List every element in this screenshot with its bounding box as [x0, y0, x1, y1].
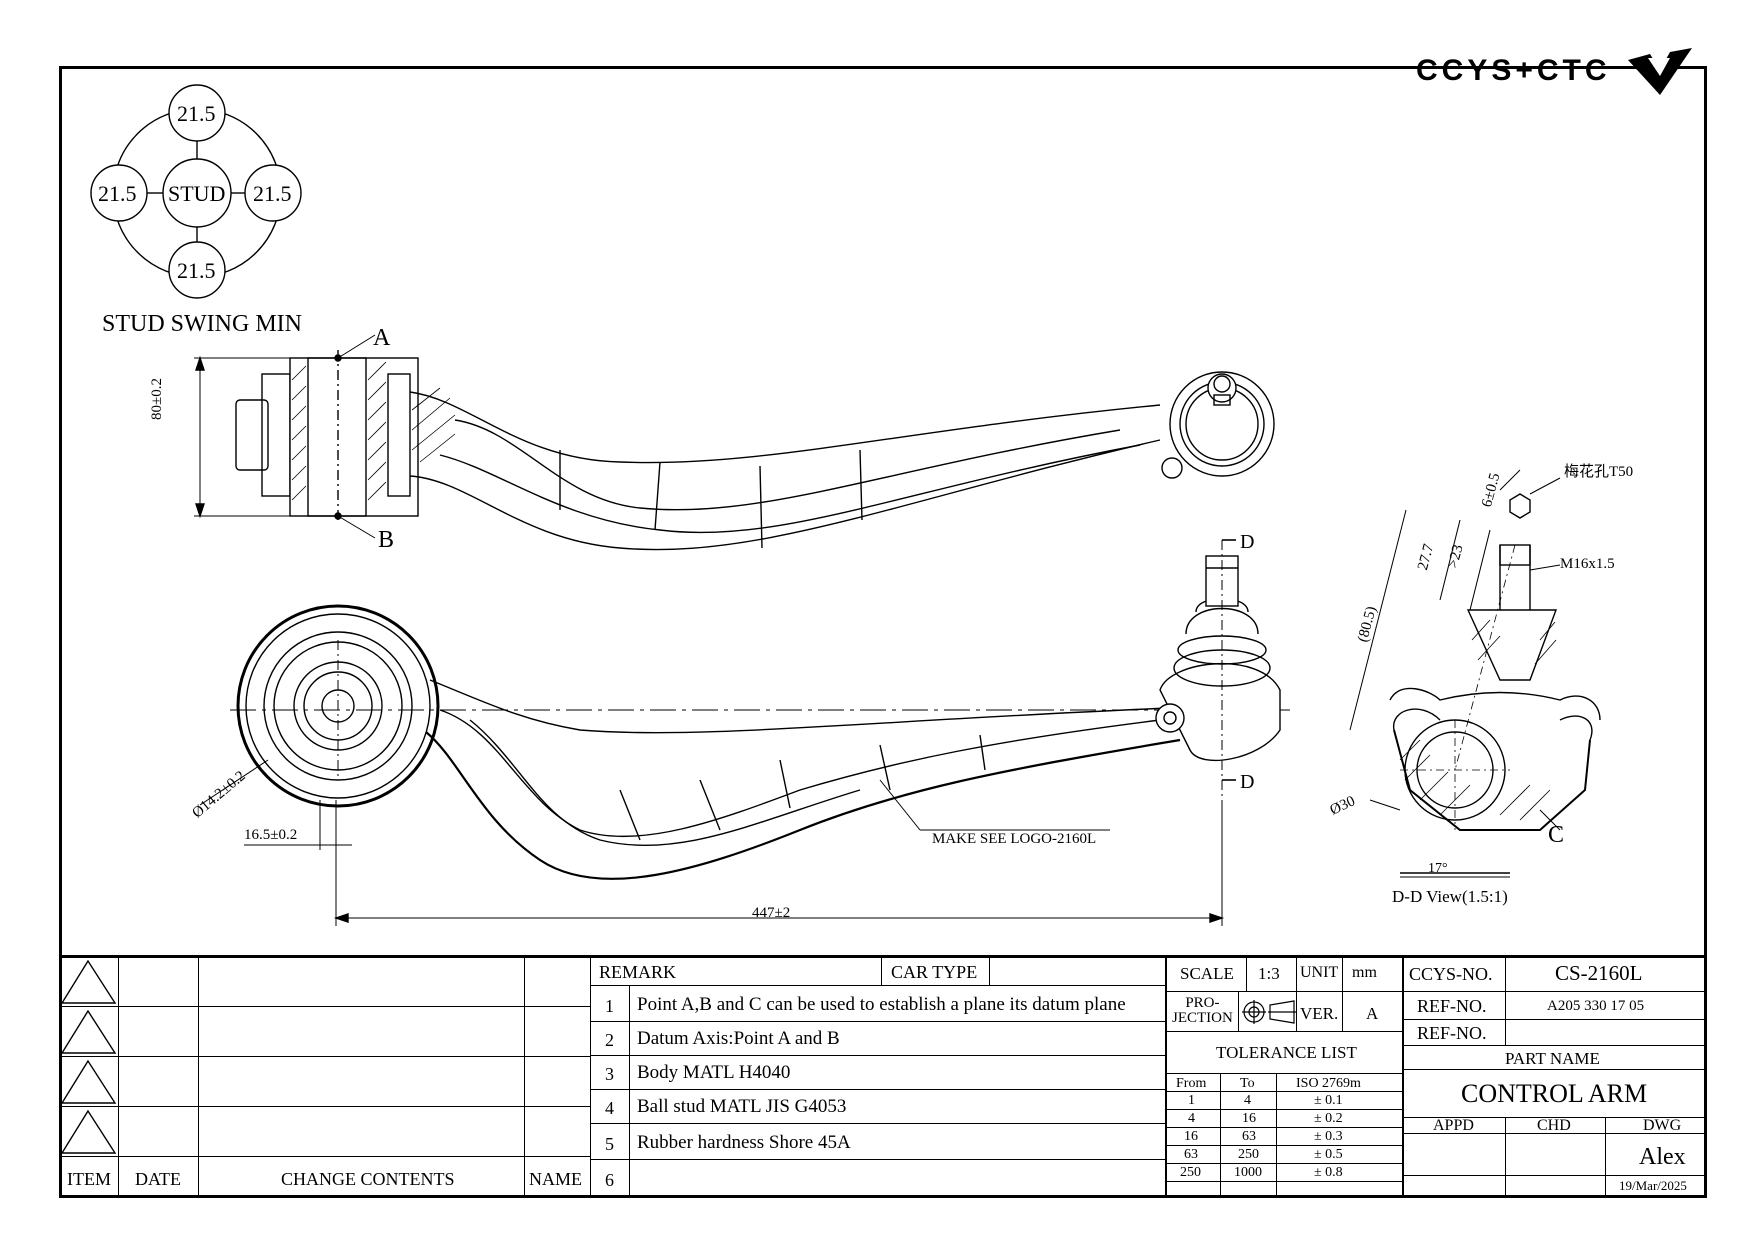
dim-torx: 梅花孔T50	[1564, 464, 1634, 480]
part-info-block: CCYS-NO. CS-2160L REF-NO. A205 330 17 05…	[1403, 955, 1707, 1198]
tolerance-title: TOLERANCE LIST	[1216, 1043, 1357, 1062]
part-name-label: PART NAME	[1505, 1049, 1600, 1068]
tol-value: ± 0.8	[1314, 1165, 1343, 1180]
remark-num: 3	[605, 1064, 614, 1084]
stud-angle-top: 21.5	[177, 101, 216, 126]
change-block: ITEM DATE CHANGE CONTENTS NAME	[59, 955, 591, 1198]
title-block: ITEM DATE CHANGE CONTENTS NAME REMARK CA…	[59, 955, 1707, 1198]
tol-to: 16	[1242, 1111, 1256, 1126]
tol-to: 4	[1244, 1093, 1251, 1108]
section-d-top: D	[1240, 531, 1255, 553]
tol-to: 63	[1242, 1129, 1256, 1144]
drawing-date: 19/Mar/2025	[1619, 1178, 1687, 1193]
tol-from: 16	[1184, 1129, 1198, 1144]
top-view	[194, 334, 1275, 551]
tol-to: 1000	[1234, 1165, 1262, 1180]
stud-swing-label: STUD SWING MIN	[102, 311, 302, 337]
stud-center-label: STUD	[168, 181, 226, 206]
dim-thread: M16x1.5	[1560, 556, 1615, 572]
projection-label: PRO- JECTION	[1172, 995, 1233, 1026]
ver-value: A	[1366, 1004, 1379, 1023]
scale-value: 1:3	[1258, 964, 1280, 983]
ref-no-value: A205 330 17 05	[1547, 998, 1645, 1014]
dwg-label: DWG	[1643, 1117, 1682, 1134]
ccys-no-value: CS-2160L	[1555, 961, 1643, 985]
chd-label: CHD	[1537, 1117, 1571, 1134]
projection-symbol-icon	[1242, 1000, 1296, 1024]
tol-header-iso: ISO 2769m	[1296, 1076, 1361, 1091]
dim-length: 447±2	[752, 905, 791, 921]
remark-text: Ball stud MATL JIS G4053	[637, 1096, 847, 1117]
remark-text: Point A,B and C can be used to establish…	[637, 994, 1126, 1015]
tol-header-from: From	[1176, 1076, 1207, 1091]
stud-angle-bottom: 21.5	[177, 258, 216, 283]
ver-label: VER.	[1300, 1004, 1339, 1023]
section-view-title: D-D View(1.5:1)	[1392, 887, 1508, 906]
tol-from: 250	[1180, 1165, 1201, 1180]
header-name: NAME	[529, 1169, 582, 1189]
appd-label: APPD	[1433, 1117, 1474, 1134]
remark-text: Body MATL H4040	[637, 1062, 791, 1083]
point-a-label: A	[373, 325, 391, 351]
header-item: ITEM	[67, 1169, 111, 1189]
point-b-label: B	[378, 527, 395, 553]
stud-swing-diagram	[90, 84, 302, 299]
dim-height: 80±0.2	[149, 378, 165, 420]
tol-value: ± 0.3	[1314, 1129, 1343, 1144]
tol-from: 4	[1188, 1111, 1195, 1126]
tol-from: 1	[1188, 1093, 1195, 1108]
remark-text: Datum Axis:Point A and B	[637, 1028, 840, 1049]
tol-value: ± 0.2	[1314, 1111, 1343, 1126]
part-name-value: CONTROL ARM	[1461, 1079, 1648, 1108]
remarks-block: REMARK CAR TYPE 1 Point A,B and C can be…	[591, 955, 1167, 1198]
front-view	[199, 539, 1290, 926]
header-change-contents: CHANGE CONTENTS	[281, 1169, 455, 1189]
brand-text: CCYS+CTC	[1416, 54, 1611, 87]
remark-num: 4	[605, 1098, 614, 1118]
tol-value: ± 0.5	[1314, 1147, 1343, 1162]
brand-logo: CCYS+CTC	[1410, 40, 1700, 100]
scale-tolerance-block: SCALE 1:3 UNIT mm PRO- JECTION VER. A TO…	[1166, 955, 1404, 1198]
scale-label: SCALE	[1180, 964, 1234, 983]
drawer-name: Alex	[1639, 1144, 1686, 1170]
tol-to: 250	[1238, 1147, 1259, 1162]
stud-angle-left: 21.5	[98, 181, 137, 206]
remark-num: 2	[605, 1030, 614, 1050]
header-date: DATE	[135, 1169, 181, 1189]
brand-emblem-icon	[1628, 48, 1692, 95]
remark-text: Rubber hardness Shore 45A	[637, 1132, 851, 1153]
remark-header: REMARK	[599, 962, 677, 982]
unit-label: UNIT	[1300, 964, 1339, 981]
remark-num: 1	[605, 996, 614, 1016]
tol-value: ± 0.1	[1314, 1093, 1343, 1108]
dim-angle-17: 17°	[1428, 861, 1448, 876]
remark-num: 5	[605, 1134, 614, 1154]
section-view	[1349, 469, 1601, 878]
remark-num: 6	[605, 1170, 614, 1190]
revision-triangles	[60, 959, 117, 1154]
drawing-frame	[59, 66, 1707, 1198]
ccys-no-label: CCYS-NO.	[1409, 964, 1493, 984]
car-type-label: CAR TYPE	[891, 962, 978, 982]
unit-value: mm	[1352, 964, 1377, 981]
ref-no-label-2: REF-NO.	[1417, 1023, 1487, 1043]
tol-header-to: To	[1240, 1076, 1255, 1091]
section-d-bottom: D	[1240, 771, 1255, 793]
ref-no-label: REF-NO.	[1417, 996, 1487, 1016]
dim-offset: 16.5±0.2	[244, 827, 298, 843]
tol-from: 63	[1184, 1147, 1198, 1162]
point-c-label: C	[1548, 822, 1565, 848]
stud-angle-right: 21.5	[253, 181, 292, 206]
dim-logo-note: MAKE SEE LOGO-2160L	[932, 831, 1097, 847]
